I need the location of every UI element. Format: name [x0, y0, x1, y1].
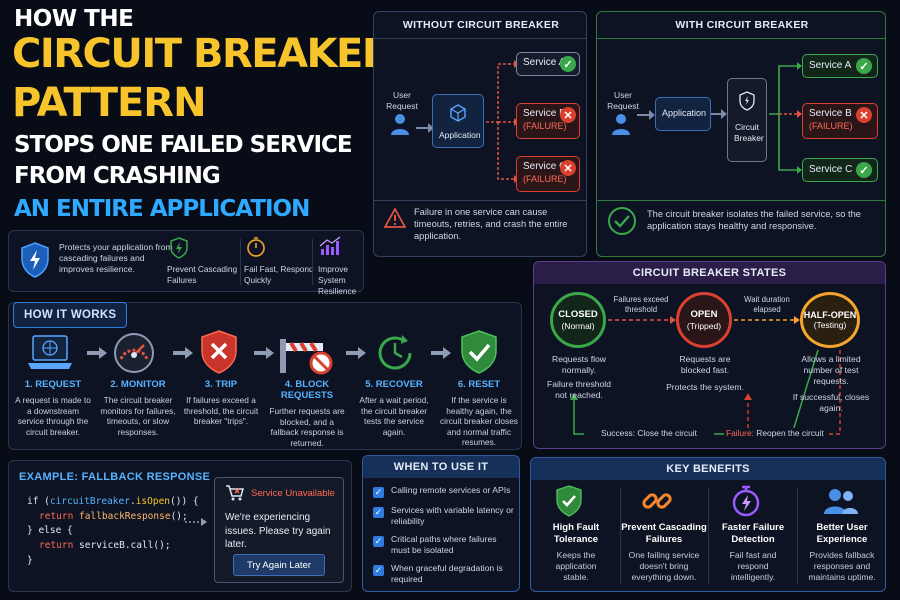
when-item-1: Calling remote services or APIs: [391, 485, 511, 495]
with-application-box: Application: [655, 97, 711, 131]
open-desc-2: Protects the system.: [666, 382, 744, 392]
gauge-icon: [111, 331, 157, 380]
failure-transition: Failure: Reopen the circuit: [724, 428, 826, 439]
open-desc-1: Requests are blocked fast.: [679, 354, 731, 376]
state-half-open: HALF-OPEN(Testing): [800, 292, 860, 348]
warning-icon: [383, 207, 407, 233]
user-icon: [389, 112, 411, 141]
example-panel: EXAMPLE: FALLBACK RESPONSE if (circuitBr…: [8, 460, 352, 592]
with-panel: WITH CIRCUIT BREAKER User Request Applic…: [596, 11, 886, 257]
title-line-2: CIRCUIT BREAKER: [12, 31, 393, 77]
card-text: We're experiencing issues. Please try ag…: [225, 512, 331, 550]
bar-chart-icon: [318, 236, 342, 263]
cube-icon: [448, 103, 468, 128]
with-app-label: Application: [662, 108, 707, 118]
cart-icon: [225, 484, 245, 507]
intro-box: Protects your application from cascading…: [8, 230, 364, 296]
code-block: if (circuitBreaker.isOpen()) { return fa…: [27, 496, 199, 566]
without-heading: WITHOUT CIRCUIT BREAKER: [402, 19, 560, 31]
checkbox-icon: ✓: [373, 536, 384, 547]
title-line-4: STOPS ONE FAILED SERVICE: [14, 132, 353, 158]
success-transition: Success: Close the circuit: [584, 428, 714, 439]
shield-icon: [738, 91, 756, 116]
breaker-box: Circuit Breaker: [727, 78, 767, 162]
stopwatch-icon: [245, 236, 267, 263]
without-panel: WITHOUT CIRCUIT BREAKER User Request App…: [373, 11, 587, 257]
check-circle-icon: [607, 206, 637, 241]
when-item-4: When graceful degradation is required: [391, 563, 503, 585]
closed-desc-2: Failure threshold not reached.: [546, 379, 611, 401]
transition-label-1: Failures exceed threshold: [613, 295, 669, 315]
title-line-5: FROM CRASHING: [14, 163, 221, 189]
check-icon: ✓: [856, 58, 872, 74]
closed-desc-1: Requests flow normally.: [552, 354, 606, 376]
intro-item-1: Prevent Cascading Failures: [167, 264, 238, 285]
state-closed: CLOSED(Normal): [550, 292, 606, 348]
error-icon: ✕: [560, 160, 576, 176]
check-icon: ✓: [560, 56, 576, 72]
error-icon: ✕: [560, 107, 576, 123]
transition-label-2: Wait duration elapsed: [744, 295, 790, 315]
shield-x-icon: [199, 329, 239, 380]
card-title: Service Unavailable: [251, 488, 335, 499]
title-line-3: PATTERN: [12, 80, 207, 126]
without-user-label: User Request: [386, 90, 418, 112]
with-note: The circuit breaker isolates the failed …: [647, 209, 861, 232]
when-panel: WHEN TO USE IT ✓ Calling remote services…: [362, 455, 520, 592]
broken-chain-icon: [641, 485, 673, 522]
shield-check-icon: [555, 485, 583, 522]
states-heading: CIRCUIT BREAKER STATES: [534, 262, 885, 284]
without-note: Failure in one service can cause timeout…: [414, 207, 568, 242]
how-heading: HOW IT WORKS: [13, 302, 128, 328]
with-heading: WITH CIRCUIT BREAKER: [675, 19, 809, 31]
with-user-label: User Request: [607, 90, 639, 112]
without-application-box: Application: [432, 94, 484, 148]
fallback-card: Service Unavailable We're experiencing i…: [214, 477, 344, 583]
check-icon: ✓: [856, 162, 872, 178]
half-desc-1: Allows a limited number of test requests…: [801, 354, 861, 387]
title-line-1: HOW THE: [14, 6, 134, 32]
barrier-icon: [277, 333, 335, 380]
checkbox-icon: ✓: [373, 565, 384, 576]
stopwatch-bolt-icon: [731, 485, 761, 522]
title-line-6: AN ENTIRE APPLICATION: [14, 196, 310, 222]
half-desc-2: If successful, closes again.: [792, 392, 870, 414]
lightning-icon: [169, 237, 189, 264]
try-again-button[interactable]: Try Again Later: [233, 554, 325, 576]
intro-item-3: Improve System Resilience: [318, 264, 357, 296]
with-service-c: Service C: [802, 158, 878, 182]
intro-text: Protects your application from cascading…: [59, 242, 173, 275]
checkbox-icon: ✓: [373, 487, 384, 498]
benefits-heading: KEY BENEFITS: [531, 458, 885, 480]
clock-refresh-icon: [374, 331, 416, 380]
states-panel: CIRCUIT BREAKER STATES CLOSED(Normal) OP…: [533, 261, 886, 449]
when-item-3: Critical paths where failures must be is…: [391, 534, 497, 556]
when-heading: WHEN TO USE IT: [363, 456, 519, 478]
intro-item-2: Fail Fast, Respond Quickly: [244, 264, 314, 285]
users-icon: [823, 486, 859, 521]
checkbox-icon: ✓: [373, 507, 384, 518]
shield-check-icon: [459, 329, 499, 380]
shield-icon: [19, 241, 51, 284]
breaker-label: Circuit Breaker: [734, 121, 764, 143]
state-open: OPEN(Tripped): [676, 292, 732, 348]
laptop-globe-icon: [27, 333, 73, 378]
user-icon: [610, 112, 632, 141]
without-app-label: Application: [439, 129, 481, 140]
example-heading: EXAMPLE: FALLBACK RESPONSE: [19, 471, 211, 483]
error-icon: ✕: [856, 107, 872, 123]
when-item-2: Services with variable latency or reliab…: [391, 505, 514, 527]
